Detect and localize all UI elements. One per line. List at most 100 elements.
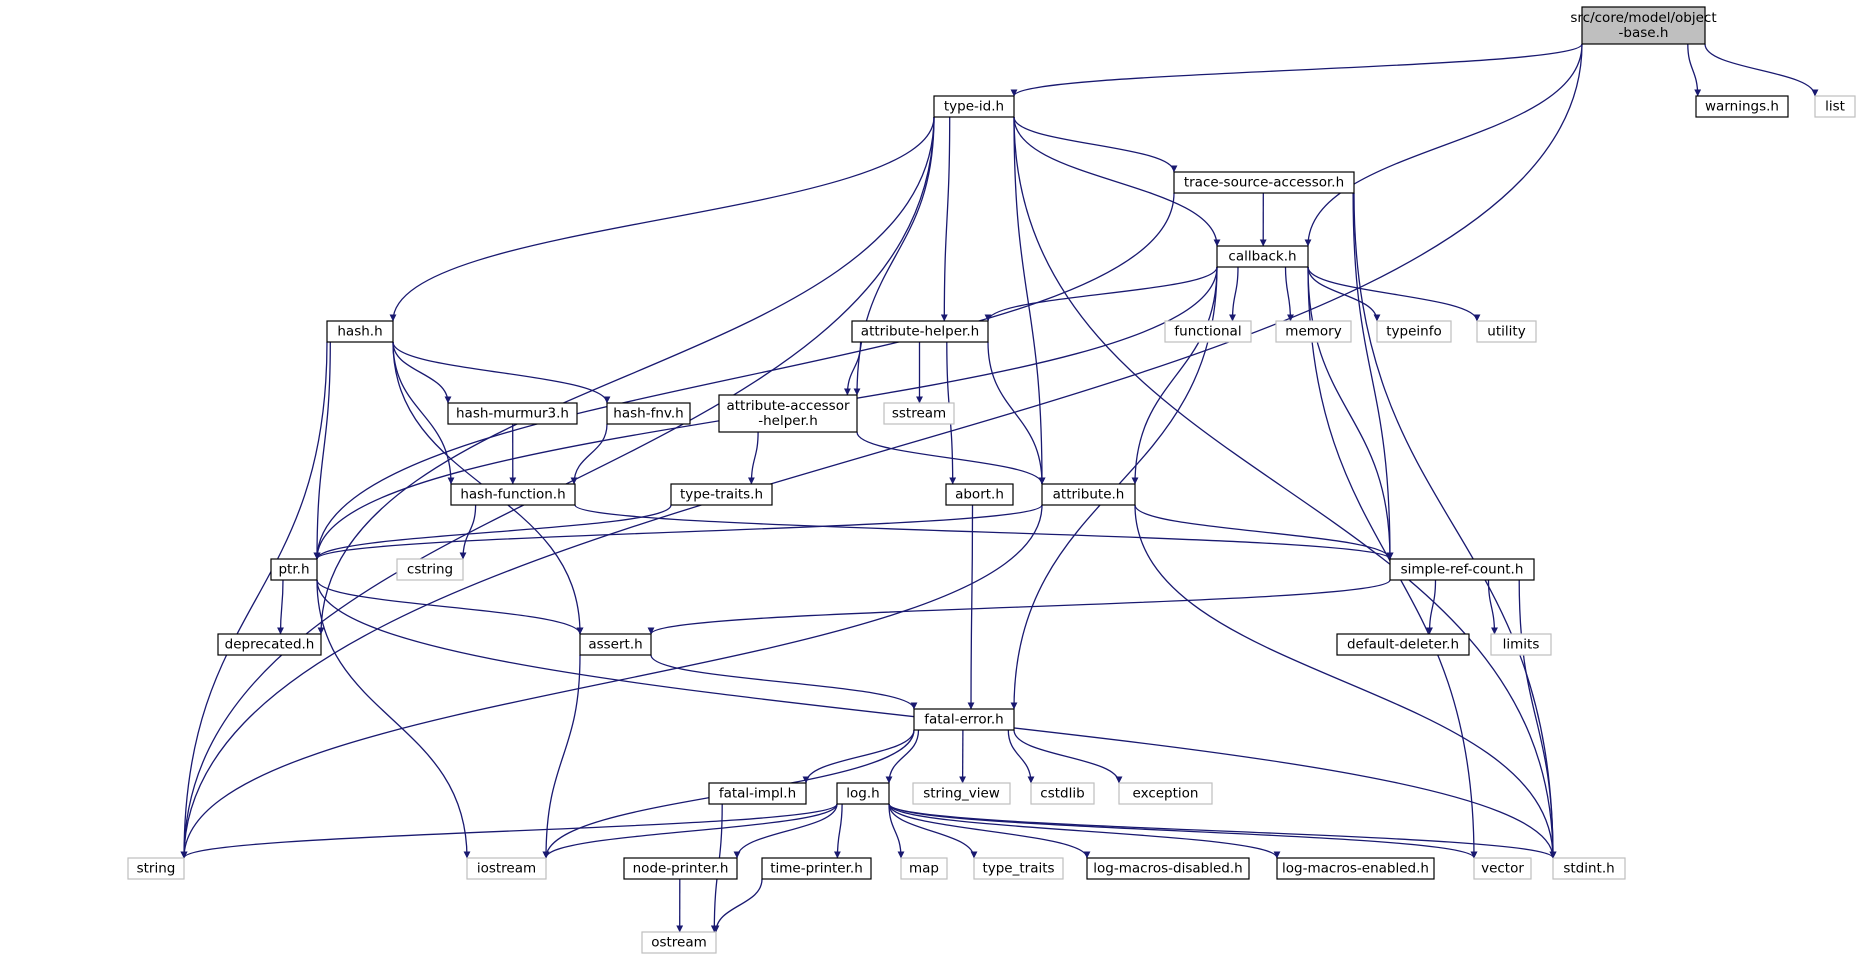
node-label-type-id: type-id.h (944, 99, 1004, 115)
node-deprecated[interactable]: deprecated.h (217, 633, 322, 656)
node-type-traits[interactable]: type-traits.h (670, 483, 773, 506)
node-label-hash-fnv: hash-fnv.h (613, 406, 683, 422)
node-hash-fnv[interactable]: hash-fnv.h (606, 402, 691, 425)
edge-type-id-to-trace-source-accessor (1013, 116, 1178, 173)
node-box-trace-source-accessor (1173, 171, 1355, 194)
edge-callback-to-utility (1307, 266, 1481, 322)
node-assert[interactable]: assert.h (579, 633, 652, 656)
edge-fatal-error-to-fatal-impl (802, 729, 915, 784)
node-default-deleter[interactable]: default-deleter.h (1336, 633, 1470, 656)
edge-object-base-to-type-id (1010, 43, 1583, 97)
node-hash-murmur3[interactable]: hash-murmur3.h (447, 402, 578, 425)
node-type-id[interactable]: type-id.h (933, 95, 1015, 118)
node-string_view[interactable]: string_view (912, 782, 1011, 805)
node-box-log-macros-enabled (1276, 857, 1435, 880)
node-box-log (836, 782, 890, 805)
node-string[interactable]: string (127, 857, 185, 880)
edge-object-base-to-callback (1304, 43, 1583, 247)
node-box-functional (1164, 320, 1252, 343)
node-log-macros-disabled[interactable]: log-macros-disabled.h (1086, 857, 1250, 880)
edge-hash-to-ptr (313, 341, 331, 560)
edge-fatal-error-to-log (885, 729, 920, 784)
node-time-printer[interactable]: time-printer.h (761, 857, 872, 880)
edge-trace-source-accessor-to-simple-ref-count (1352, 192, 1394, 560)
node-box-callback (1216, 245, 1309, 268)
node-type_traits[interactable]: type_traits (973, 857, 1064, 880)
edge-object-base-to-list (1704, 43, 1819, 97)
edge-type-id-to-attribute-accessor-helper (853, 116, 935, 396)
node-typeinfo[interactable]: typeinfo (1376, 320, 1452, 343)
node-label-exception: exception (1133, 786, 1199, 802)
node-attribute-accessor-helper[interactable]: attribute-accessor-helper.h (718, 394, 858, 433)
node-node-printer[interactable]: node-printer.h (623, 857, 738, 880)
node-iostream[interactable]: iostream (466, 857, 547, 880)
node-log[interactable]: log.h (836, 782, 890, 805)
node-fatal-error[interactable]: fatal-error.h (913, 708, 1015, 731)
node-vector[interactable]: vector (1473, 857, 1532, 880)
node-box-default-deleter (1336, 633, 1470, 656)
edge-hash-fnv-to-hash-function (570, 423, 608, 485)
node-list[interactable]: list (1814, 95, 1856, 118)
node-attribute[interactable]: attribute.h (1041, 483, 1136, 506)
node-label-object-base-line1: src/core/model/object (1570, 10, 1716, 26)
edge-type-id-to-attribute (1013, 116, 1046, 485)
node-label-node-printer: node-printer.h (633, 861, 729, 877)
node-simple-ref-count[interactable]: simple-ref-count.h (1389, 558, 1535, 581)
node-box-memory (1275, 320, 1352, 343)
edge-log-to-vector (888, 803, 1478, 859)
node-utility[interactable]: utility (1476, 320, 1537, 343)
node-attribute-helper[interactable]: attribute-helper.h (851, 320, 989, 343)
node-box-warnings (1695, 95, 1789, 118)
node-cstring[interactable]: cstring (396, 558, 464, 581)
node-box-fatal-impl (708, 782, 807, 805)
node-fatal-impl[interactable]: fatal-impl.h (708, 782, 807, 805)
node-trace-source-accessor[interactable]: trace-source-accessor.h (1173, 171, 1355, 194)
node-box-attribute-helper (851, 320, 989, 343)
node-label-utility: utility (1487, 324, 1525, 340)
node-log-macros-enabled[interactable]: log-macros-enabled.h (1276, 857, 1435, 880)
edge-abort-to-fatal-error (967, 504, 975, 710)
node-functional[interactable]: functional (1164, 320, 1252, 343)
node-ostream[interactable]: ostream (641, 931, 717, 954)
node-object-base[interactable]: src/core/model/object-base.h (1570, 6, 1717, 45)
node-sstream[interactable]: sstream (883, 402, 955, 425)
node-cstdlib[interactable]: cstdlib (1030, 782, 1095, 805)
node-box-hash-function (450, 483, 576, 506)
node-label-abort: abort.h (955, 487, 1004, 503)
node-box-hash-fnv (606, 402, 691, 425)
edge-assert-to-fatal-error (650, 654, 918, 710)
node-hash-function[interactable]: hash-function.h (450, 483, 576, 506)
edge-callback-to-typeinfo (1307, 266, 1381, 322)
node-exception[interactable]: exception (1118, 782, 1213, 805)
node-abort[interactable]: abort.h (945, 483, 1014, 506)
node-label-attribute-accessor-helper-line1: attribute-accessor (726, 398, 850, 414)
node-box-time-printer (761, 857, 872, 880)
node-box-fatal-error (913, 708, 1015, 731)
node-callback[interactable]: callback.h (1216, 245, 1309, 268)
edge-simple-ref-count-to-assert (647, 579, 1391, 635)
node-label-stdint: stdint.h (1563, 861, 1614, 877)
node-box-type-traits (670, 483, 773, 506)
node-memory[interactable]: memory (1275, 320, 1352, 343)
node-label-deprecated: deprecated.h (225, 637, 315, 653)
node-label-ptr: ptr.h (278, 562, 309, 578)
edge-object-base-to-warnings (1687, 43, 1702, 97)
node-hash[interactable]: hash.h (326, 320, 394, 343)
node-label-attribute: attribute.h (1053, 487, 1125, 503)
node-map[interactable]: map (900, 857, 948, 880)
node-warnings[interactable]: warnings.h (1695, 95, 1789, 118)
edge-attribute-to-ptr (313, 504, 1043, 560)
node-stdint[interactable]: stdint.h (1552, 857, 1626, 880)
edge-callback-to-attribute-helper (984, 266, 1218, 322)
node-limits[interactable]: limits (1490, 633, 1552, 656)
node-ptr[interactable]: ptr.h (270, 558, 318, 581)
edge-type-id-to-callback (1013, 116, 1221, 247)
node-label-log-macros-enabled: log-macros-enabled.h (1282, 861, 1429, 877)
edge-type-id-to-attribute-helper (940, 116, 951, 322)
node-label-warnings: warnings.h (1705, 99, 1779, 115)
node-label-type-traits: type-traits.h (680, 487, 763, 503)
node-label-list: list (1825, 99, 1845, 115)
node-box-utility (1476, 320, 1537, 343)
node-label-iostream: iostream (477, 861, 536, 877)
node-label-attribute-helper: attribute-helper.h (861, 324, 979, 340)
